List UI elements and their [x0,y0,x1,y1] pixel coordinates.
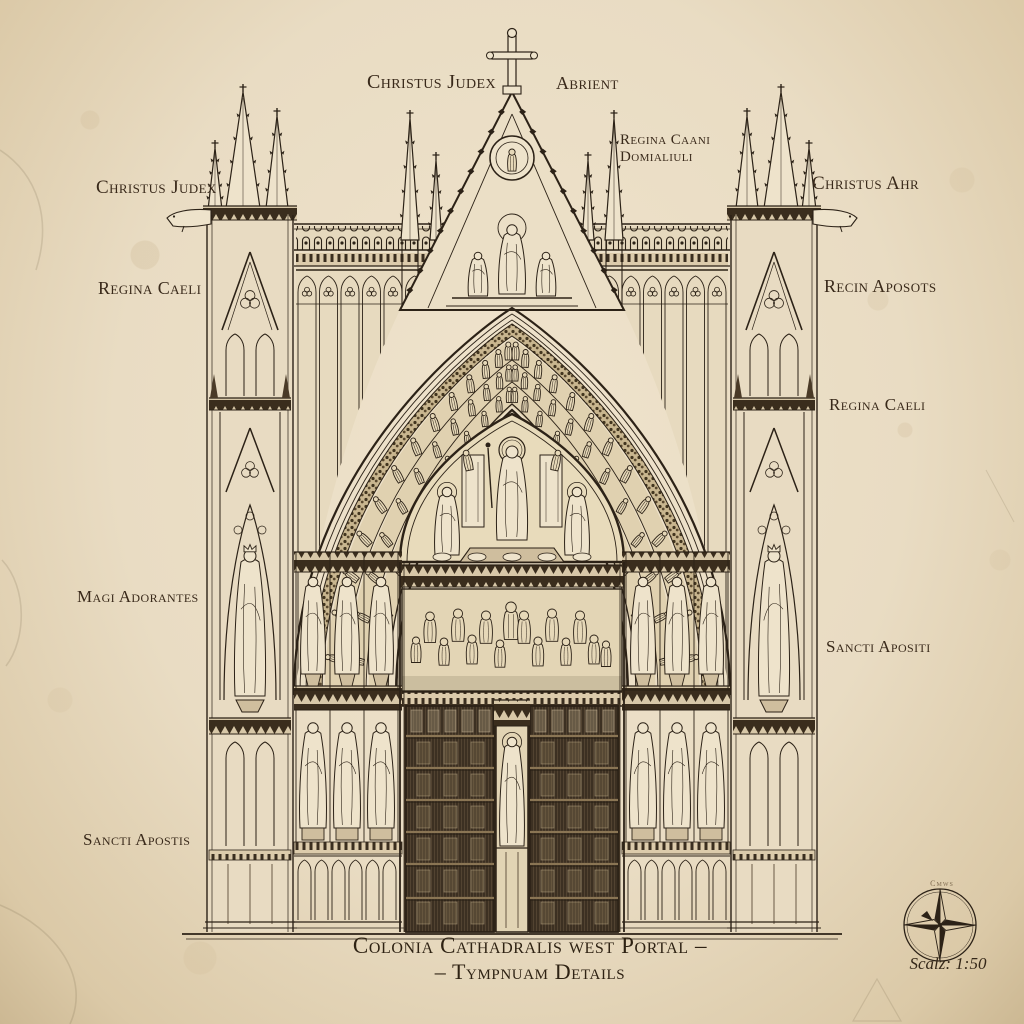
annotation-christus-ahr: Christus Ahr [812,173,920,194]
lintel-frieze [399,564,625,707]
compass-rose-icon [903,888,977,962]
scale-label: Scalz: 1:50 [909,954,987,973]
jamb-statue-tiers [620,551,732,929]
inner-pinnacles [399,110,625,310]
tympanum [398,412,626,564]
door-leaf-left [405,705,495,933]
central-gable [398,27,626,311]
annotation-regina-caeli-left: Regina Caeli [98,278,202,298]
annotation-christus-judex-left: Christus Judex [96,177,217,198]
annotation-sancti-apostis: Sancti Apostis [83,830,191,849]
annotation-regina-caani-line2: Domialiuli [620,149,693,166]
jamb-statue-tiers [292,551,404,929]
portal-doors [399,562,625,933]
annotation-abrient: Abrient [556,73,619,93]
annotation-regina-caeli-right: Regina Caeli [829,395,926,414]
annotation-recin-aposots: Recin Aposots [824,276,937,296]
paper-creases [0,149,1015,1024]
annotation-christus-judex-top: Christus Judex [367,71,496,93]
compass-caption: Cmws [930,879,954,888]
buttress-tower [727,84,858,932]
drawing-title: Colonia Cathadralis west Portal – – Tymp… [30,933,1024,985]
ground-line [182,933,842,940]
buttress-tower [166,84,297,932]
annotation-magi-adorantes: Magi Adorantes [77,587,199,606]
trumeau [494,699,530,933]
annotation-sancti-apositi: Sancti Apositi [826,637,931,656]
annotation-regina-caani-line1: Regina Caani [620,132,711,148]
door-leaf-right [529,705,619,933]
annotation-regina-caani: Regina Caani Domialiuli [620,132,710,167]
drawing-title-line2: – Tympnuam Details [434,959,626,984]
drawing-title-line1: Colonia Cathadralis west Portal – [352,933,708,958]
